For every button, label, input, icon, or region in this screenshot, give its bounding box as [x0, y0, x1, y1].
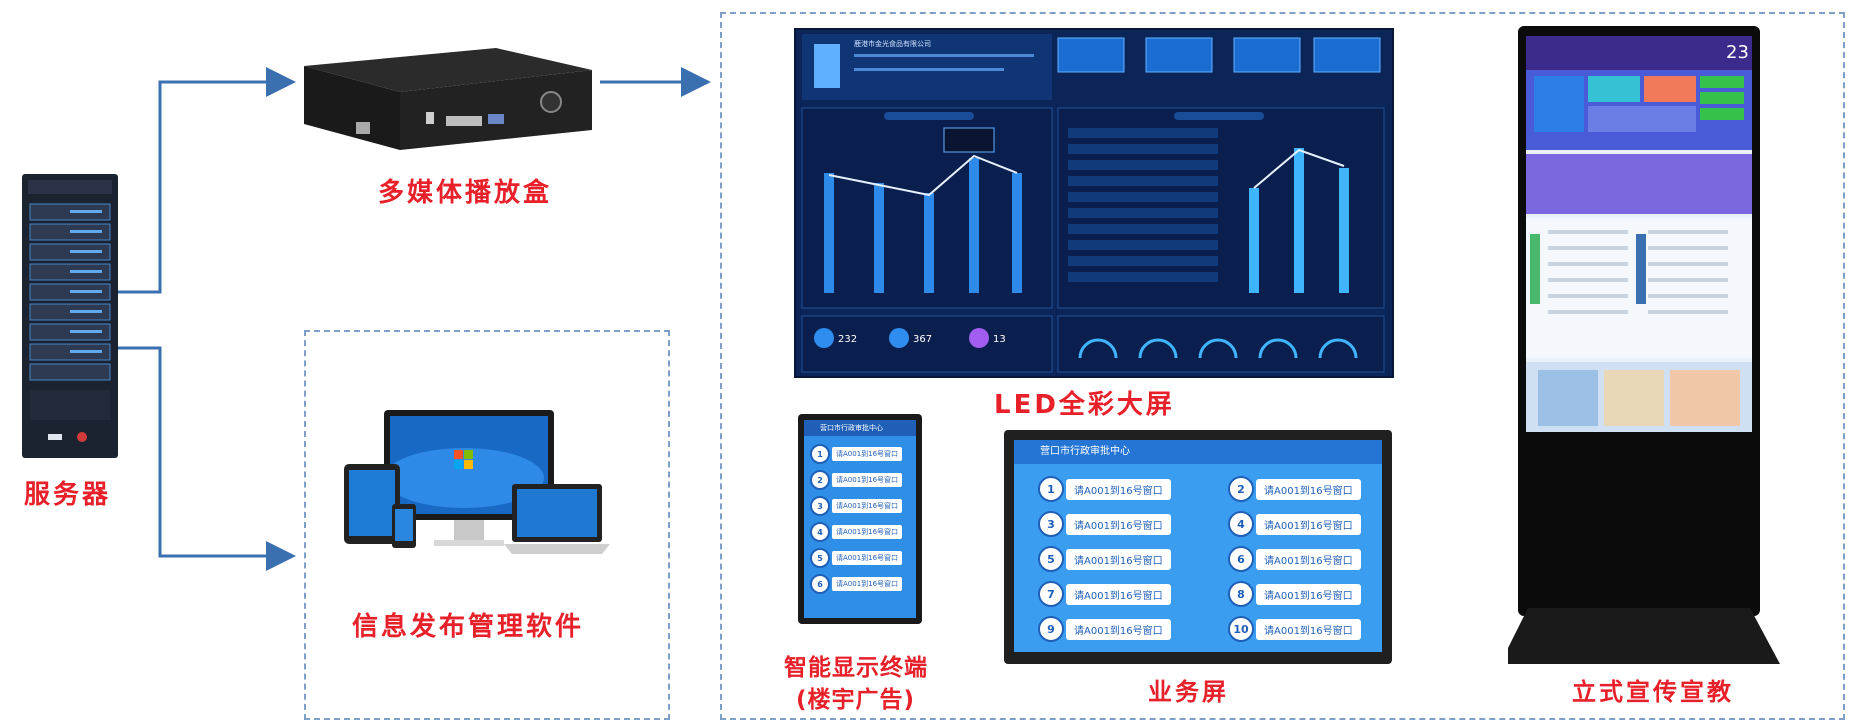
- server-rack-illustration: [22, 174, 118, 458]
- led-company-name: 鹿港市金光食品有限公司: [854, 39, 931, 48]
- kiosk-device: 23: [1508, 26, 1780, 664]
- queue-number-circle: 7: [1038, 581, 1064, 607]
- queue-number-circle: 9: [1038, 616, 1064, 642]
- terminal-item-text: 请A001到16号窗口: [832, 525, 903, 539]
- arrow-server-to-software: [118, 346, 296, 571]
- software-group-box: [304, 330, 670, 720]
- terminal-item-text: 请A001到16号窗口: [832, 551, 903, 565]
- queue-item-text: 请A001到16号窗口: [1256, 513, 1361, 535]
- queue-number-circle: 2: [1228, 476, 1254, 502]
- queue-item-text: 请A001到16号窗口: [1256, 583, 1361, 605]
- led-label: LED全彩大屏: [994, 390, 1175, 420]
- led-screen: 鹿港市金光食品有限公司 232 367 13: [794, 28, 1394, 378]
- queue-number-circle: 1: [1038, 476, 1064, 502]
- terminal-number-circle: 3: [810, 496, 830, 516]
- queue-number-circle: 6: [1228, 546, 1254, 572]
- led-stat-2: 367: [913, 334, 932, 345]
- media-box-illustration: [304, 48, 592, 150]
- queue-item-text: 请A001到16号窗口: [1066, 548, 1171, 570]
- terminal-number-circle: 1: [810, 444, 830, 464]
- standing-label: 立式宣传宣教: [1572, 678, 1734, 706]
- terminal-number-circle: 6: [810, 574, 830, 594]
- terminal-item-text: 请A001到16号窗口: [832, 447, 903, 461]
- queue-item-text: 请A001到16号窗口: [1256, 618, 1361, 640]
- queue-item-text: 请A001到16号窗口: [1256, 548, 1361, 570]
- queue-item-text: 请A001到16号窗口: [1066, 478, 1171, 500]
- terminal-header: 营口市行政审批中心: [804, 420, 916, 436]
- devices-illustration: [344, 410, 610, 554]
- business-screen-label: 业务屏: [1148, 678, 1229, 706]
- queue-item-text: 请A001到16号窗口: [1256, 478, 1361, 500]
- server-label: 服务器: [24, 480, 112, 510]
- queue-number-circle: 4: [1228, 511, 1254, 537]
- terminal-item-text: 请A001到16号窗口: [832, 577, 903, 591]
- software-label: 信息发布管理软件: [352, 612, 585, 642]
- queue-item-text: 请A001到16号窗口: [1066, 618, 1171, 640]
- business-header: 营口市行政审批中心: [1014, 440, 1382, 464]
- terminal-item-text: 请A001到16号窗口: [832, 473, 903, 487]
- queue-item-text: 请A001到16号窗口: [1066, 583, 1171, 605]
- media-box-label: 多媒体播放盒: [378, 178, 553, 208]
- queue-number-circle: 8: [1228, 581, 1254, 607]
- terminal-number-circle: 2: [810, 470, 830, 490]
- displays-group-box: [720, 12, 1845, 720]
- terminal-number-circle: 5: [810, 548, 830, 568]
- terminal-label-line1: 智能显示终端: [784, 655, 928, 681]
- led-stat-1: 232: [838, 334, 857, 345]
- queue-item-text: 请A001到16号窗口: [1066, 513, 1171, 535]
- terminal-label-line2: (楼宇广告): [796, 687, 916, 713]
- led-stat-3: 13: [993, 334, 1006, 345]
- queue-number-circle: 10: [1228, 616, 1254, 642]
- kiosk-date-number: 23: [1726, 42, 1749, 63]
- arrow-server-to-box: [118, 67, 296, 294]
- queue-number-circle: 3: [1038, 511, 1064, 537]
- queue-number-circle: 5: [1038, 546, 1064, 572]
- terminal-item-text: 请A001到16号窗口: [832, 499, 903, 513]
- terminal-number-circle: 4: [810, 522, 830, 542]
- terminal-header-text: 营口市行政审批中心: [820, 424, 883, 432]
- business-header-text: 营口市行政审批中心: [1040, 446, 1130, 457]
